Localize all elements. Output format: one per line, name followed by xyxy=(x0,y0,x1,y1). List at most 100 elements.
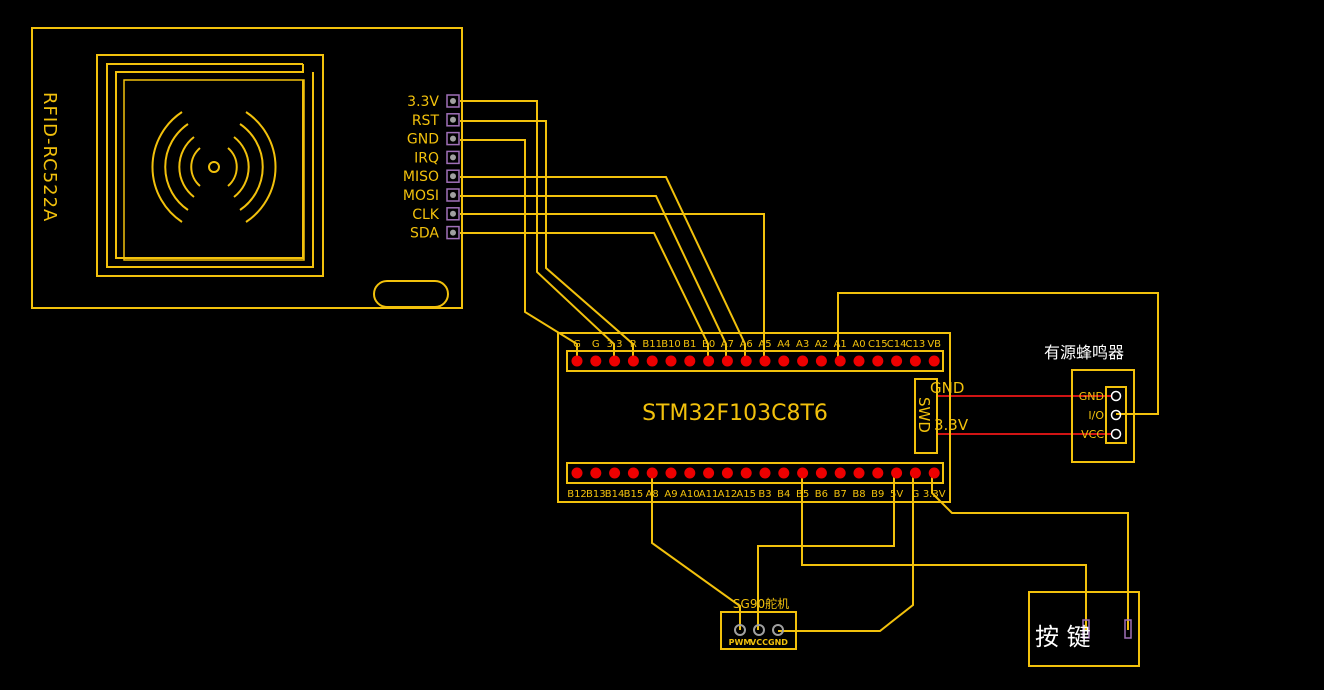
mcu-bottom-header xyxy=(566,462,944,484)
mcu-bottom-pin-label-11: B4 xyxy=(777,489,790,500)
wire-red-group xyxy=(938,395,1112,435)
mcu-bottom-pin-label-14: B7 xyxy=(834,489,847,500)
wire-g-servo-gnd xyxy=(778,473,914,632)
mcu-top-pin-19 xyxy=(928,355,940,367)
mcu-top-pin-label-7: B0 xyxy=(702,339,715,350)
mcu-bottom-pin-14 xyxy=(834,467,846,479)
mcu-bottom-pin-0 xyxy=(571,467,583,479)
mcu-top-pin-8 xyxy=(721,355,733,367)
rfid-pin-label-3-3v: 3.3V xyxy=(407,94,439,110)
mcu-bottom-pin-1 xyxy=(590,467,602,479)
rfid-module xyxy=(31,27,463,309)
mcu-top-pin-label-13: A2 xyxy=(815,339,828,350)
rfid-antenna-coil-inner xyxy=(115,64,304,259)
wire-b5-button xyxy=(801,473,1087,630)
mcu-bottom-pin-8 xyxy=(721,467,733,479)
mcu-top-pin-18 xyxy=(909,355,921,367)
mcu-bottom-pin-label-3: B15 xyxy=(624,489,644,500)
rfid-antenna-outer xyxy=(96,54,324,277)
mcu-bottom-pin-3 xyxy=(627,467,639,479)
rfid-pin-pad-miso xyxy=(446,169,460,183)
mcu-name: STM32F103C8T6 xyxy=(642,401,828,426)
rfid-pin-label-miso: MISO xyxy=(403,169,439,185)
mcu-top-pin-1 xyxy=(590,355,602,367)
buzzer-pin-label-i-o: I/O xyxy=(1088,409,1104,422)
rfid-board-outline xyxy=(31,27,463,309)
mcu-top-pin-label-18: C13 xyxy=(906,339,926,350)
rfid-pin-hole-irq xyxy=(450,154,456,161)
mcu-swd-gnd-label: GND xyxy=(930,379,964,397)
buzzer-pins: GND I/O VCC xyxy=(1079,390,1122,441)
wire-rfid-gnd xyxy=(460,139,578,360)
wire-5v-servo-vcc xyxy=(757,473,895,630)
mcu-bottom-pin-6 xyxy=(684,467,696,479)
buzzer-header xyxy=(1105,386,1127,444)
mcu-top-pin-label-6: B1 xyxy=(683,339,696,350)
mcu-top-pin-0 xyxy=(571,355,583,367)
buzzer-title: 有源蜂鸣器 xyxy=(1044,343,1124,362)
mcu-bottom-pin-label-2: B14 xyxy=(605,489,625,500)
wire-3v3-button xyxy=(931,473,1129,630)
mcu-bottom-pin-label-17: 5V xyxy=(890,489,903,500)
rfid-pin-hole-miso xyxy=(450,173,456,180)
mcu-top-pin-label-10: A5 xyxy=(758,339,771,350)
rfid-pin-hole-rst xyxy=(450,116,456,123)
servo-pin-gnd xyxy=(772,624,784,636)
mcu-bottom-pin-label-1: B13 xyxy=(586,489,606,500)
rfid-pin-hole-gnd xyxy=(450,135,456,142)
mcu-bottom-pin-label-13: B6 xyxy=(815,489,828,500)
mcu-swd-connector xyxy=(914,378,938,454)
mcu-bottom-pin-7 xyxy=(703,467,715,479)
wire-a1-buzzer-io xyxy=(837,292,1159,415)
button-pin-left xyxy=(1082,619,1090,639)
wire-group xyxy=(460,100,1159,632)
mcu-bottom-pin-label-0: B12 xyxy=(567,489,587,500)
mcu-bottom-pin-label-5: A9 xyxy=(664,489,677,500)
mcu-board-outline xyxy=(557,332,951,503)
rfid-pin-pad-3-3v xyxy=(446,94,460,108)
wire-rfid-rst xyxy=(460,120,634,360)
buzzer-pin-label-gnd: GND xyxy=(1079,390,1104,403)
rfid-pin-label-sda: SDA xyxy=(410,226,439,242)
button-outline xyxy=(1028,591,1140,667)
mcu-top-pin-label-5: B10 xyxy=(661,339,681,350)
mcu-bottom-pin-label-8: A12 xyxy=(718,489,738,500)
mcu-bottom-pin-label-4: A8 xyxy=(646,489,659,500)
mcu-top-pin-label-3: R xyxy=(630,339,637,350)
buzzer-pin-label-vcc: VCC xyxy=(1081,428,1104,441)
servo-pin-vcc xyxy=(753,624,765,636)
rfid-pin-pad-irq xyxy=(446,150,460,165)
button-label: 按 键 xyxy=(1035,623,1091,651)
rfid-wave-icon xyxy=(151,111,277,223)
mcu-top-pin-label-1: G xyxy=(592,339,600,350)
mcu-top-pin-3 xyxy=(627,355,639,367)
mcu-top-pin-4 xyxy=(646,355,658,367)
mcu-bottom-pin-label-9: A15 xyxy=(736,489,756,500)
servo-pin-label-gnd: GND xyxy=(768,638,788,647)
buzzer-pin-vcc xyxy=(1110,428,1122,440)
mcu-top-pin-label-11: A4 xyxy=(777,339,790,350)
mcu-top-pin-16 xyxy=(872,355,884,367)
mcu-top-pin-label-16: C15 xyxy=(868,339,888,350)
buzzer-outline xyxy=(1071,369,1135,463)
mcu-bottom-pin-16 xyxy=(872,467,884,479)
mcu-top-header xyxy=(566,350,944,372)
rfid-pin-label-mosi: MOSI xyxy=(403,188,439,204)
mcu-bottom-pin-18 xyxy=(909,467,921,479)
mcu-bottom-pin-label-12: B5 xyxy=(796,489,809,500)
servo-outline xyxy=(720,611,797,650)
mcu-top-pin-6 xyxy=(684,355,696,367)
rfid-slot xyxy=(373,280,449,308)
mcu-bottom-pin-9 xyxy=(740,467,752,479)
rfid-pin-hole-mosi xyxy=(450,192,456,198)
mcu-top-pin-label-8: A7 xyxy=(721,339,734,350)
rfid-pin-label-clk: CLK xyxy=(412,207,440,223)
mcu-top-pin-14 xyxy=(834,355,846,367)
mcu-board xyxy=(557,332,951,503)
rfid-antenna-coil xyxy=(106,63,314,268)
rfid-pin-pad-mosi xyxy=(446,188,460,202)
mcu-bottom-pin-11 xyxy=(778,467,790,479)
